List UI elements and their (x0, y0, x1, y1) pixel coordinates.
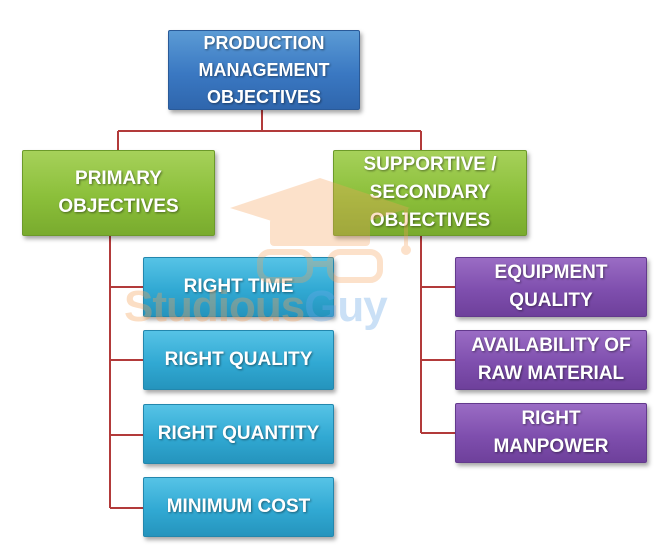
secondary-objectives-label: SUPPORTIVE / SECONDARY OBJECTIVES (363, 154, 497, 231)
primary-child-label: RIGHT QUANTITY (157, 423, 320, 444)
secondary-child-right-manpower: RIGHT MANPOWER (455, 403, 647, 463)
primary-child-label: RIGHT QUALITY (164, 349, 313, 370)
secondary-objectives-node: SUPPORTIVE / SECONDARY OBJECTIVES (333, 150, 527, 236)
secondary-child-label: AVAILABILITY OF RAW MATERIAL (471, 335, 631, 384)
secondary-child-equipment-quality: EQUIPMENT QUALITY (455, 257, 647, 317)
secondary-child-label: RIGHT MANPOWER (493, 408, 609, 457)
primary-child-label: MINIMUM COST (166, 496, 311, 517)
primary-child-right-quantity: RIGHT QUANTITY (143, 404, 334, 464)
root-label: PRODUCTION MANAGEMENT OBJECTIVES (198, 32, 330, 107)
primary-child-right-time: RIGHT TIME (143, 257, 334, 317)
primary-child-label: RIGHT TIME (183, 276, 294, 297)
primary-child-right-quality: RIGHT QUALITY (143, 330, 334, 390)
primary-child-minimum-cost: MINIMUM COST (143, 477, 334, 537)
primary-objectives-node: PRIMARY OBJECTIVES (22, 150, 215, 236)
secondary-child-raw-material: AVAILABILITY OF RAW MATERIAL (455, 330, 647, 390)
secondary-child-label: EQUIPMENT QUALITY (494, 262, 608, 311)
primary-objectives-label: PRIMARY OBJECTIVES (58, 168, 179, 217)
root-node: PRODUCTION MANAGEMENT OBJECTIVES (168, 30, 360, 110)
